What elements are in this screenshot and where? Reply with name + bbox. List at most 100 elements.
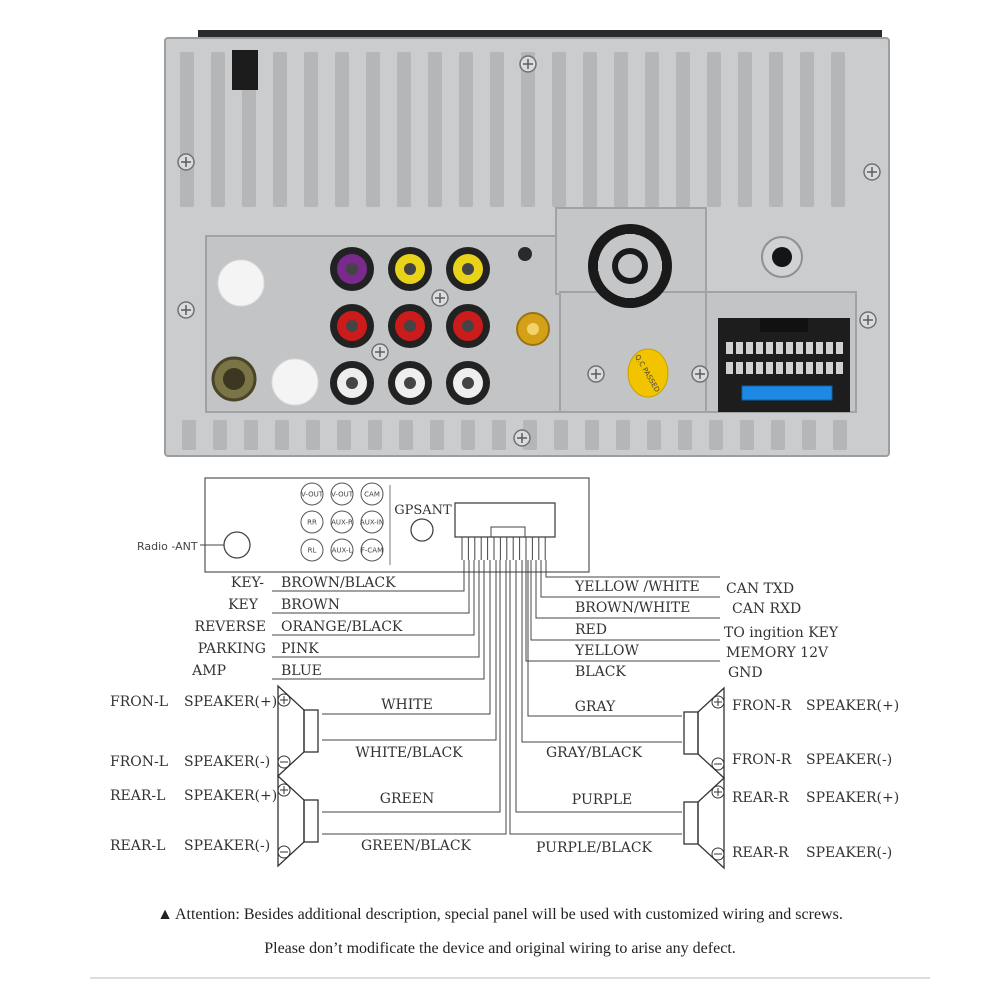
diagram-labels: GPSANT Radio -ANT KEY- KEY REVERSE PARKI… (110, 503, 899, 861)
screw-slot (181, 305, 191, 315)
fin-top (211, 52, 225, 207)
wire-branches (272, 560, 720, 835)
heat-sink-fins-top (180, 52, 845, 207)
right-wire-function-1: CAN RXD (732, 601, 801, 617)
black-clip (232, 50, 258, 90)
left-wire-function-3: PARKING (198, 641, 266, 657)
fin-bottom (430, 420, 444, 450)
jack-label: F-CAM (361, 547, 383, 555)
fin-bottom (709, 420, 723, 450)
harness-pin (776, 362, 783, 374)
left-wire-color-1: BROWN (281, 597, 340, 613)
connector-panel-recess (559, 291, 711, 413)
plus-sign (280, 786, 288, 794)
speaker-right-wire-0: GRAY (575, 699, 616, 715)
right-speaker-wire (509, 560, 682, 835)
fin-top (738, 52, 752, 207)
jack-label: V-OUT (301, 491, 324, 499)
right-wire-function-2: TO ingition KEY (724, 625, 839, 641)
speaker-right-terminal-3: SPEAKER(-) (806, 845, 892, 861)
rca-jack-pin (462, 377, 474, 389)
right-wire-color-4: BLACK (575, 664, 626, 680)
right-branch (545, 560, 720, 578)
terminal-minus (711, 757, 725, 771)
speaker-right-terminal-2: SPEAKER(+) (806, 790, 899, 806)
fin-bottom (368, 420, 382, 450)
fin-bottom (616, 420, 630, 450)
rca-jack-pin (346, 263, 358, 275)
jack-panel-recess (205, 235, 563, 413)
jack-symbol (330, 510, 354, 534)
harness-pin (726, 362, 733, 374)
jack-symbol (300, 538, 324, 562)
fin-bottom (554, 420, 568, 450)
fin-top (304, 52, 318, 207)
fin-bottom (337, 420, 351, 450)
jack-label: AUX-IN (360, 519, 384, 527)
rca-jack-pin (346, 377, 358, 389)
harness-pin (806, 342, 813, 354)
right-branch (535, 560, 720, 619)
head-unit-rear-panel: Q.C PASSED (164, 30, 890, 457)
harness-pin (786, 342, 793, 354)
fin-top (366, 52, 380, 207)
speaker-left-wire-3: GREEN/BLACK (361, 838, 472, 854)
fin-top (552, 52, 566, 207)
harness-pin (766, 362, 773, 374)
jack-label: AUX-L (332, 547, 353, 555)
speaker-symbols (277, 684, 725, 870)
attention-note: ▲Attention: Besides additional descripti… (0, 906, 1000, 924)
harness-pin (736, 362, 743, 374)
left-branch (272, 560, 480, 658)
left-branch (272, 560, 485, 680)
antenna-cap-lower (271, 358, 319, 406)
right-speaker-wire (521, 560, 682, 743)
terminal-plus (711, 785, 725, 799)
screw-slot (435, 293, 445, 303)
wire-bundle (461, 537, 546, 560)
antenna-cap-upper (217, 259, 265, 307)
left-wire-function-2: REVERSE (195, 619, 266, 635)
speaker-right-channel-1: FRON-R (732, 752, 792, 768)
harness-pin (826, 342, 833, 354)
speaker-left-terminal-0: SPEAKER(+) (184, 694, 277, 710)
harness-pin (746, 342, 753, 354)
right-branch (540, 560, 720, 598)
jack-label: AUX-R (331, 519, 353, 527)
speaker-left-terminal-3: SPEAKER(-) (184, 838, 270, 854)
fin-top (707, 52, 721, 207)
fin-bottom (833, 420, 847, 450)
harness-pins (726, 342, 843, 374)
fin-bottom (461, 420, 475, 450)
jack-symbol (300, 510, 324, 534)
harness-pin (816, 362, 823, 374)
harness-pin (776, 342, 783, 354)
left-speaker-wire (322, 560, 507, 835)
fin-top (645, 52, 659, 207)
screw-slot (863, 315, 873, 325)
speaker-left-terminal-2: SPEAKER(+) (184, 788, 277, 804)
fin-top (521, 52, 535, 207)
fin-top (676, 52, 690, 207)
left-wire-color-0: BROWN/BLACK (281, 575, 396, 591)
warning-icon: ▲ (157, 906, 173, 923)
jack-label: RR (307, 519, 317, 527)
terminal-minus (277, 845, 291, 859)
speaker-magnet (683, 801, 699, 845)
right-wire-function-0: CAN TXD (726, 581, 794, 597)
fin-top (459, 52, 473, 207)
terminal-plus (277, 693, 291, 707)
left-wire-function-4: AMP (191, 663, 226, 679)
speaker-right-channel-3: REAR-R (732, 845, 789, 861)
harness-pin (796, 342, 803, 354)
jack-symbol (360, 482, 384, 506)
speaker-right-wire-2: PURPLE (572, 792, 632, 808)
jack-symbol (360, 538, 384, 562)
speaker-magnet (303, 709, 319, 753)
left-wire-function-1: KEY (228, 597, 259, 613)
fin-bottom (182, 420, 196, 450)
right-speaker-wire (515, 560, 682, 813)
fin-bottom (244, 420, 258, 450)
rca-jack-pin (346, 320, 358, 332)
